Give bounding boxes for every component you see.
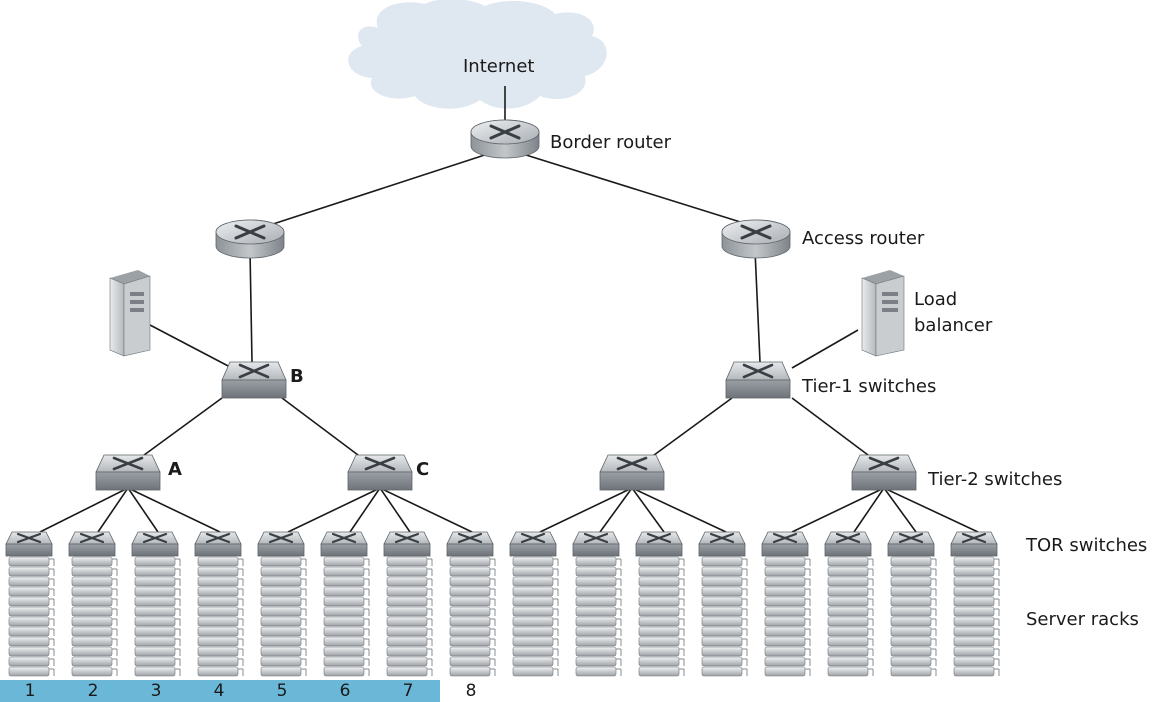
- server-rack-11: [635, 531, 685, 677]
- access-router-label: Access router: [802, 228, 925, 249]
- tor-switch-icon: [698, 531, 746, 557]
- server-racks-label: Server racks: [1026, 609, 1139, 630]
- load-balancer-label: Load balancer: [914, 289, 993, 336]
- rack-number-8: 8: [465, 681, 477, 701]
- tor-switch-icon: [950, 531, 998, 557]
- tor-switches-label: TOR switches: [1026, 535, 1148, 556]
- server-rack-4: [194, 531, 244, 677]
- tier2-switches-label: Tier-2 switches: [928, 469, 1063, 490]
- access-router-icon: [721, 219, 791, 259]
- tier1-switches-label: Tier-1 switches: [802, 376, 937, 397]
- node-c-label: C: [416, 459, 430, 480]
- tor-switch-icon: [887, 531, 935, 557]
- server-rack-6: [320, 531, 370, 677]
- tier2-switch-c-icon: [347, 454, 413, 491]
- server-rack-8: [446, 531, 496, 677]
- tier2-switch-a-icon: [95, 454, 161, 491]
- rack-number-3: 3: [150, 681, 162, 701]
- server-rack-13: [761, 531, 811, 677]
- tor-switch-icon: [68, 531, 116, 557]
- rack-number-6: 6: [339, 681, 351, 701]
- server-rack-2: [68, 531, 118, 677]
- tor-switch-icon: [761, 531, 809, 557]
- server-racks: [5, 531, 1000, 677]
- tor-switch-icon: [320, 531, 368, 557]
- server-rack-3: [131, 531, 181, 677]
- server-rack-7: [383, 531, 433, 677]
- router-left-icon: [215, 219, 285, 259]
- server-rack-10: [572, 531, 622, 677]
- rack-number-2: 2: [87, 681, 99, 701]
- tier1-switch-b-icon: [221, 361, 287, 399]
- tor-switch-icon: [635, 531, 683, 557]
- load-balancer-icon: [861, 270, 905, 357]
- highlight-band: [0, 680, 440, 702]
- tor-switch-icon: [509, 531, 557, 557]
- server-rack-14: [824, 531, 874, 677]
- tor-switch-icon: [824, 531, 872, 557]
- tor-switch-icon: [131, 531, 179, 557]
- tier1-switch-right-icon: [725, 361, 791, 399]
- rack-number-5: 5: [276, 681, 288, 701]
- tor-switch-icon: [257, 531, 305, 557]
- border-router-label: Border router: [550, 132, 672, 153]
- server-rack-12: [698, 531, 748, 677]
- server-rack-1: [5, 531, 55, 677]
- network-links: [39, 86, 979, 533]
- tor-switch-icon: [383, 531, 431, 557]
- server-left-icon: [109, 270, 151, 357]
- server-rack-5: [257, 531, 307, 677]
- node-a-label: A: [168, 459, 182, 480]
- tor-switch-icon: [194, 531, 242, 557]
- internet-label: Internet: [463, 56, 535, 77]
- tor-switch-icon: [446, 531, 494, 557]
- server-rack-9: [509, 531, 559, 677]
- node-b-label: B: [290, 366, 304, 387]
- border-router-icon: [470, 119, 540, 159]
- tor-switch-icon: [572, 531, 620, 557]
- rack-number-1: 1: [24, 681, 36, 701]
- tier2-switch-4-icon: [851, 454, 917, 491]
- rack-number-7: 7: [402, 681, 414, 701]
- tor-switch-icon: [5, 531, 53, 557]
- internet-cloud: [348, 0, 607, 109]
- server-rack-15: [887, 531, 937, 677]
- tier2-switch-3-icon: [599, 454, 665, 491]
- rack-number-4: 4: [213, 681, 225, 701]
- server-rack-16: [950, 531, 1000, 677]
